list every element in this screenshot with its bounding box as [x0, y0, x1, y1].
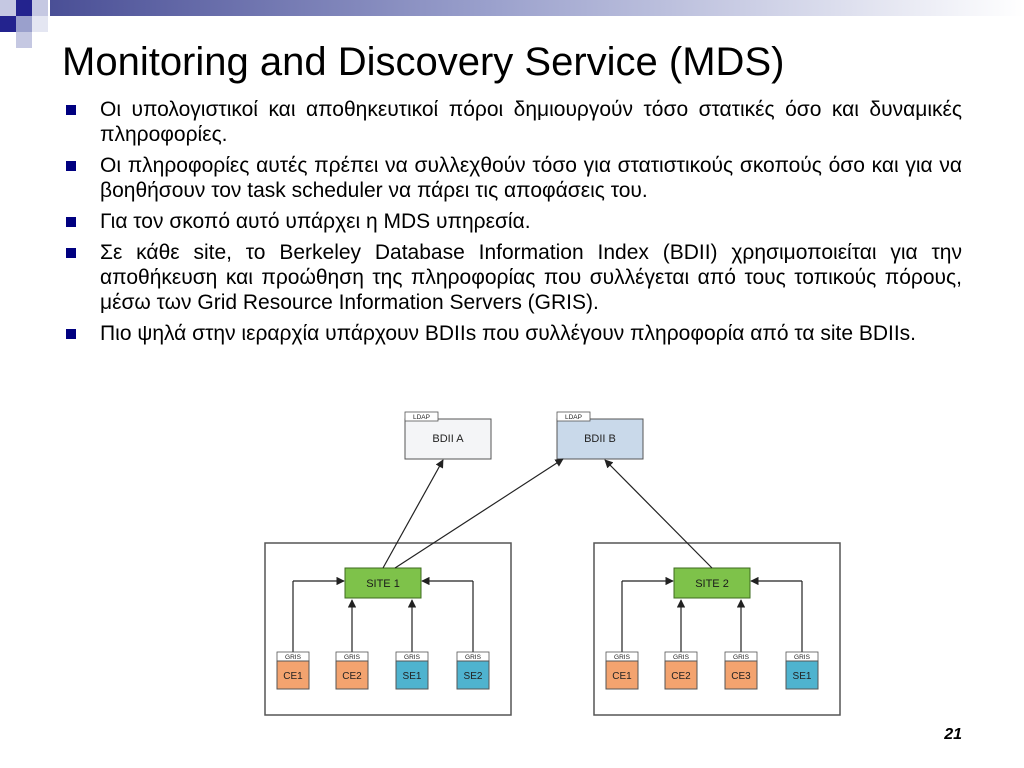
gris-tag: GRIS	[465, 654, 482, 661]
resource-label: SE2	[464, 671, 483, 682]
site1-resource-se2: GRIS SE2	[456, 651, 490, 690]
gris-tag: GRIS	[794, 654, 811, 661]
gris-tag: GRIS	[614, 654, 631, 661]
site2-resource-ce3: GRIS CE3	[724, 651, 758, 690]
resource-label: SE1	[403, 671, 422, 682]
bullet-text: Οι πληροφορίες αυτές πρέπει να συλλεχθού…	[100, 154, 962, 202]
site1-resource-se1: GRIS SE1	[395, 651, 429, 690]
resource-label: CE2	[671, 671, 691, 682]
bullet-item: Οι υπολογιστικοί και αποθηκευτικοί πόροι…	[66, 97, 962, 147]
resource-label: CE2	[342, 671, 362, 682]
page-number: 21	[944, 726, 962, 743]
site2-resource-se1: GRIS SE1	[785, 651, 819, 690]
bullet-list: Οι υπολογιστικοί και αποθηκευτικοί πόροι…	[66, 97, 962, 352]
bullet-item: Πιο ψηλά στην ιεραρχία υπάρχουν BDIIs πο…	[66, 321, 962, 346]
ldap-tag: LDAP	[413, 414, 430, 421]
bdii-b-node: LDAP BDII B	[556, 411, 644, 460]
bullet-square-icon	[66, 329, 76, 339]
gris-tag: GRIS	[673, 654, 690, 661]
resource-label: SE1	[793, 671, 812, 682]
bdii-a-node: LDAP BDII A	[404, 411, 492, 460]
gris-tag: GRIS	[285, 654, 302, 661]
bullet-square-icon	[66, 161, 76, 171]
gris-tag: GRIS	[344, 654, 361, 661]
bullet-item: Για τον σκοπό αυτό υπάρχει η MDS υπηρεσί…	[66, 209, 962, 234]
slide-title: Monitoring and Discovery Service (MDS)	[62, 40, 785, 84]
bullet-text: Οι υπολογιστικοί και αποθηκευτικοί πόροι…	[100, 98, 962, 146]
site1-resource-ce1: GRIS CE1	[276, 651, 310, 690]
site1-resource-ce2: GRIS CE2	[335, 651, 369, 690]
bullet-item: Οι πληροφορίες αυτές πρέπει να συλλεχθού…	[66, 153, 962, 203]
bdii-b-label: BDII B	[584, 433, 616, 445]
site1-label: SITE 1	[366, 578, 400, 590]
bullet-square-icon	[66, 248, 76, 258]
resource-label: CE1	[283, 671, 303, 682]
resource-label: CE1	[612, 671, 632, 682]
mds-hierarchy-diagram: LDAP BDII A LDAP BDII B SITE 1 SITE 2	[264, 411, 841, 716]
gris-tag: GRIS	[733, 654, 750, 661]
bullet-item: Σε κάθε site, το Berkeley Database Infor…	[66, 240, 962, 315]
bullet-square-icon	[66, 217, 76, 227]
bullet-text: Πιο ψηλά στην ιεραρχία υπάρχουν BDIIs πο…	[100, 322, 917, 345]
bullet-text: Σε κάθε site, το Berkeley Database Infor…	[100, 241, 962, 314]
arrow-site1-to-bdii-a	[382, 459, 444, 569]
site2-resource-ce1: GRIS CE1	[605, 651, 639, 690]
site2-resource-ce2: GRIS CE2	[664, 651, 698, 690]
bullet-text: Για τον σκοπό αυτό υπάρχει η MDS υπηρεσί…	[100, 210, 531, 233]
title-decoration	[0, 0, 1024, 48]
arrow-site1-to-bdii-b	[394, 458, 564, 569]
arrow-site2-to-bdii-b	[604, 459, 713, 569]
gris-tag: GRIS	[404, 654, 421, 661]
ldap-tag: LDAP	[565, 414, 582, 421]
site2-node: SITE 2	[673, 567, 751, 599]
bdii-a-label: BDII A	[432, 433, 464, 445]
resource-label: CE3	[731, 671, 751, 682]
site2-label: SITE 2	[695, 578, 729, 590]
site1-node: SITE 1	[344, 567, 422, 599]
bullet-square-icon	[66, 105, 76, 115]
